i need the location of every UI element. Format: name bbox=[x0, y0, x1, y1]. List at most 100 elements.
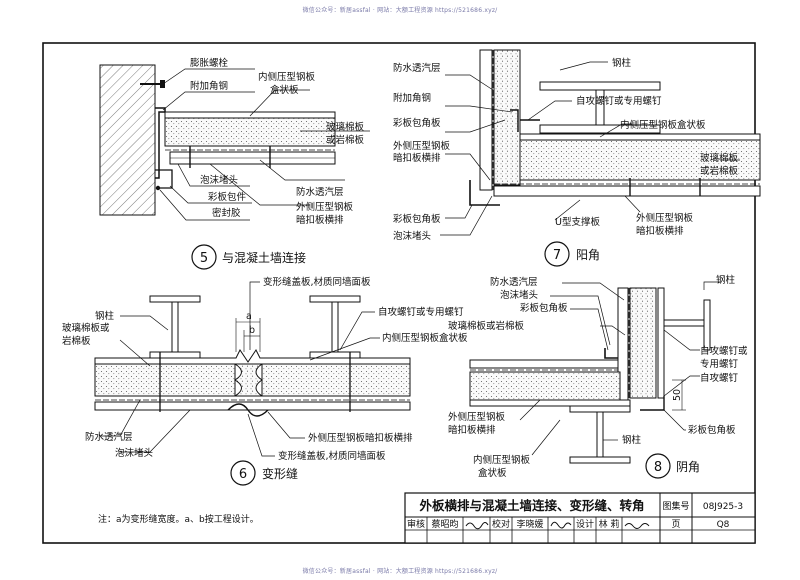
detail-5: 膨胀螺栓 附加角钢 内侧压型钢板 盒状板 玻璃棉板 或岩棉板 泡沫堵头 防水透汽… bbox=[99, 57, 370, 270]
insulation-6-left bbox=[94, 363, 236, 397]
label-6-steel-col: 钢柱 bbox=[95, 310, 115, 322]
design-label: 设计 bbox=[576, 518, 594, 530]
label-6-glass-wool-2: 岩棉板 bbox=[62, 335, 91, 347]
steel-column-6-left bbox=[149, 295, 201, 303]
steel-column-8-bottom bbox=[569, 405, 631, 413]
detail-7-number: 7 bbox=[553, 248, 561, 263]
concrete-wall bbox=[99, 64, 156, 216]
label-6-vapor: 防水透汽层 bbox=[85, 431, 133, 443]
reviewer-signature bbox=[465, 522, 489, 530]
label-8-vapor: 防水透汽层 bbox=[490, 276, 538, 288]
dim-8-50: 50 bbox=[672, 389, 683, 401]
reviewer: 蔡昭昀 bbox=[431, 518, 458, 530]
label-8-inner-panel-2: 盒状板 bbox=[478, 467, 507, 479]
label-8-steel-col-b: 钢柱 bbox=[622, 434, 642, 446]
label-8-glass-wool: 玻璃棉板或岩棉板 bbox=[448, 320, 525, 332]
label-5-glass-wool-2: 或岩棉板 bbox=[326, 134, 365, 146]
insulation-6-right bbox=[261, 363, 411, 397]
label-7-outer-panel-2: 暗扣板横排 bbox=[393, 152, 441, 164]
designer-signature bbox=[624, 523, 650, 529]
label-5-foam-plug: 泡沫堵头 bbox=[200, 174, 238, 186]
outer-panel-7 bbox=[493, 185, 761, 197]
detail-7: 防水透汽层 钢柱 附加角钢 自攻螺钉或专用螺钉 彩板包角板 内侧压型钢板盒状板 … bbox=[393, 49, 761, 267]
atlas-number: 08J925-3 bbox=[703, 502, 743, 512]
expansion-bolt-head bbox=[160, 80, 165, 88]
checker-signature bbox=[550, 521, 572, 529]
detail-7-number-circle bbox=[544, 241, 570, 267]
label-6-cover-bottom: 变形缝盖板,材质同墙面板 bbox=[278, 450, 386, 462]
inner-panel-5 bbox=[164, 111, 336, 119]
check-label: 校对 bbox=[492, 518, 510, 530]
label-5-glass-wool-1: 玻璃棉板 bbox=[326, 121, 365, 133]
label-8-screw-2: 专用螺钉 bbox=[700, 358, 739, 370]
detail-5-number: 5 bbox=[200, 251, 208, 266]
atlas-label: 图集号 bbox=[662, 500, 689, 512]
detail-6: a b 变形缝盖板,材质同墙面板 钢柱 自攻螺钉或专用螺钉 玻璃棉板或 岩棉板 … bbox=[62, 276, 468, 486]
label-7-outer-panel-4: 暗扣板横排 bbox=[636, 225, 684, 237]
trim-5 bbox=[155, 169, 173, 189]
label-5-inner-panel-1: 内侧压型钢板 bbox=[258, 71, 316, 83]
label-6-foam-plug: 泡沫堵头 bbox=[115, 447, 153, 459]
detail-6-number-circle bbox=[230, 460, 256, 486]
steel-column-8-right bbox=[657, 287, 665, 399]
inner-panel-7 bbox=[519, 133, 761, 141]
title-block: 外板横排与混凝土墙连接、变形缝、转角 图集号 08J925-3 审核 蔡昭昀 校… bbox=[404, 492, 756, 544]
cover-plate-6-bottom bbox=[227, 403, 269, 417]
label-8-foam-plug: 泡沫堵头 bbox=[500, 289, 538, 301]
page-number: Q8 bbox=[717, 520, 730, 530]
watermark-bottom: 微信公众号：新居assfal · 网站：大额工程资源 https://52168… bbox=[302, 568, 498, 575]
label-8-trim-b: 彩板包角板 bbox=[688, 424, 736, 436]
label-6-outer-panel: 外侧压型钢板暗扣板横排 bbox=[308, 432, 413, 444]
label-6-cover-top: 变形缝盖板,材质同墙面板 bbox=[263, 276, 371, 288]
sealant-5 bbox=[155, 185, 161, 191]
vertical-outer-panel-7 bbox=[479, 49, 493, 191]
vertical-insulation-8 bbox=[629, 287, 657, 399]
label-7-vapor: 防水透汽层 bbox=[393, 62, 441, 74]
review-label: 审核 bbox=[407, 518, 425, 530]
label-8-screw-1: 自攻螺钉或 bbox=[700, 345, 748, 357]
label-8-steel-col-r: 钢柱 bbox=[716, 274, 736, 286]
insulation-5 bbox=[164, 117, 336, 147]
label-7-inner-panel: 内侧压型钢板盒状板 bbox=[620, 119, 706, 131]
detail-8: 50 防水透汽层 泡沫堵头 彩板包角板 玻璃棉板或岩棉板 钢柱 自攻螺钉或 专用… bbox=[448, 274, 748, 479]
detail-5-number-circle bbox=[191, 244, 217, 270]
joint-6 bbox=[233, 363, 264, 397]
extra-angle bbox=[155, 107, 166, 179]
label-5-extra-angle: 附加角钢 bbox=[190, 80, 228, 92]
label-7-glass-wool-2: 或岩棉板 bbox=[700, 165, 739, 177]
label-5-outer-panel-2: 暗扣板横排 bbox=[296, 214, 344, 226]
label-6-screw: 自攻螺钉或专用螺钉 bbox=[378, 306, 464, 318]
label-7-trim-a: 彩板包角板 bbox=[393, 117, 441, 129]
label-5-expansion-bolt: 膨胀螺栓 bbox=[190, 57, 229, 69]
label-6-glass-wool-1: 玻璃棉板或 bbox=[62, 322, 110, 334]
steel-column-6-right bbox=[309, 295, 361, 303]
inner-panel-6 bbox=[94, 349, 411, 365]
label-8-inner-panel-1: 内侧压型钢板 bbox=[473, 454, 531, 466]
label-7-outer-panel-1: 外侧压型钢板 bbox=[393, 140, 451, 152]
outer-panel-8 bbox=[469, 359, 619, 369]
inner-panel-8 bbox=[469, 399, 631, 407]
steel-column-7 bbox=[539, 81, 661, 91]
page-label: 页 bbox=[671, 519, 680, 530]
label-7-trim-b: 彩板包角板 bbox=[393, 213, 441, 225]
label-7-screw: 自攻螺钉或专用螺钉 bbox=[576, 95, 662, 107]
label-5-trim: 彩板包件 bbox=[208, 191, 247, 203]
label-5-sealant: 密封胶 bbox=[212, 207, 241, 219]
title-block-title: 外板横排与混凝土墙连接、变形缝、转角 bbox=[418, 498, 644, 513]
label-7-foam-plug: 泡沫堵头 bbox=[393, 230, 431, 242]
detail-6-number: 6 bbox=[239, 467, 247, 482]
sheet-frame bbox=[42, 42, 756, 544]
label-8-screw-3: 自攻螺钉 bbox=[700, 372, 739, 384]
label-8-trim-a: 彩板包角板 bbox=[520, 302, 568, 314]
designer: 林 莉 bbox=[599, 518, 620, 530]
label-8-outer-panel-1: 外侧压型钢板 bbox=[448, 411, 506, 423]
corner-trim-8 bbox=[604, 348, 618, 359]
detail-5-title: 与混凝土墙连接 bbox=[222, 250, 306, 265]
outer-panel-6 bbox=[94, 401, 411, 411]
label-7-extra-angle: 附加角钢 bbox=[393, 92, 431, 104]
corner-trim-7 bbox=[469, 180, 500, 206]
vertical-insulation-7 bbox=[493, 49, 521, 186]
detail-8-number-circle bbox=[645, 453, 671, 479]
label-7-outer-panel-3: 外侧压型钢板 bbox=[636, 212, 694, 224]
